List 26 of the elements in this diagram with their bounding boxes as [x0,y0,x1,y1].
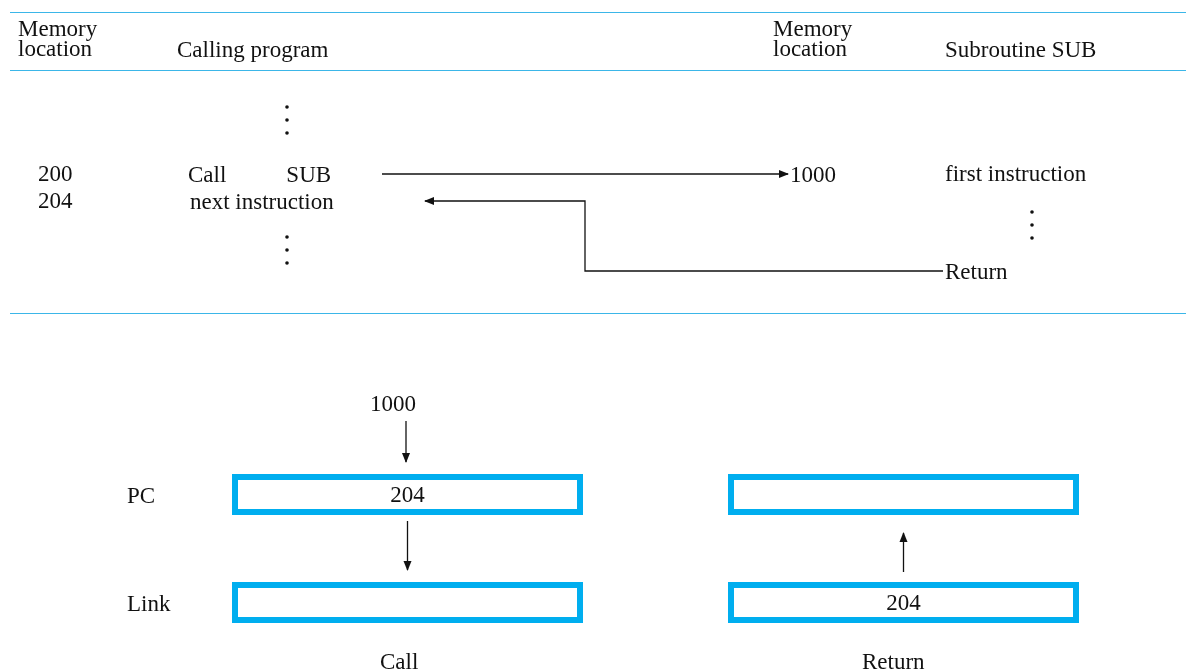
instruction-text: Return [945,259,1045,283]
column-header: Memory location [773,19,854,59]
address-text: 1000 [790,162,862,186]
instruction-text: first instruction [945,162,1087,185]
column-header: Subroutine SUB [945,38,1097,61]
register-box: 204 [232,474,583,515]
arrow [424,197,944,272]
arrow [403,520,412,571]
register-label: PC [127,484,156,507]
instruction-text: Call [188,162,227,186]
instruction-text: SUB [286,162,332,186]
column-header: Memory location [18,19,99,59]
register-box [728,474,1079,515]
address-text: 204 [38,189,73,212]
arrow [402,420,410,463]
instruction-text: next instruction [190,189,423,213]
register-box: 204 [728,582,1079,623]
column-header: Calling program [177,38,329,61]
register-label: Link [127,592,171,615]
address-text: 200 [38,162,73,185]
register-box [232,582,583,623]
arrow [381,170,789,178]
address-text: 1000 [370,391,442,415]
arrow [899,532,908,573]
caption: Return [862,650,925,671]
caption: Call [380,650,419,671]
